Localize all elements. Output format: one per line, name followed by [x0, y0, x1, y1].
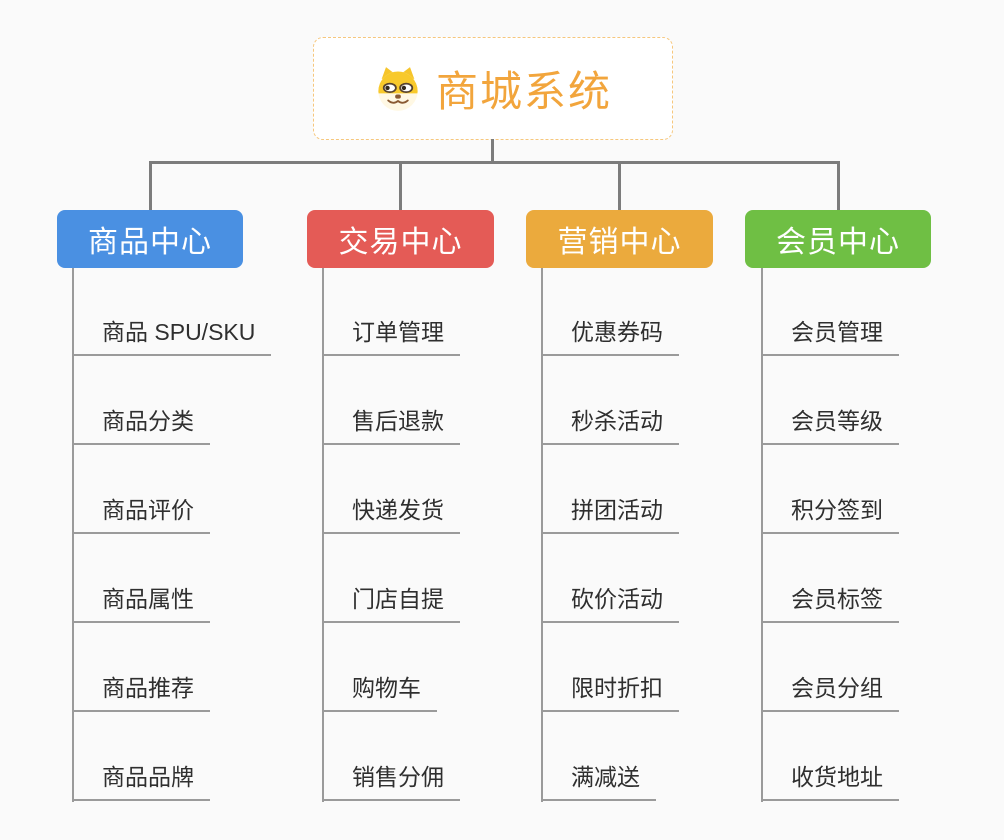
connector-root-stem: [491, 139, 494, 163]
branch-node-marketing-center[interactable]: 营销中心: [526, 210, 713, 268]
connector-drop-member: [837, 161, 840, 211]
tree-leaf-item[interactable]: 订单管理: [322, 321, 460, 356]
tree-leaf-item[interactable]: 拼团活动: [541, 499, 679, 534]
branch-node-product-center[interactable]: 商品中心: [57, 210, 243, 268]
connector-drop-trade: [399, 161, 402, 211]
connector-horizontal-bar: [149, 161, 840, 164]
tree-leaf-item[interactable]: 秒杀活动: [541, 410, 679, 445]
tree-leaf-item[interactable]: 购物车: [322, 677, 437, 712]
tree-leaf-item[interactable]: 砍价活动: [541, 588, 679, 623]
branch-node-trade-center[interactable]: 交易中心: [307, 210, 494, 268]
tree-leaf-item[interactable]: 满减送: [541, 766, 656, 801]
tree-leaf-item[interactable]: 会员等级: [761, 410, 899, 445]
tree-leaf-item[interactable]: 积分签到: [761, 499, 899, 534]
tree-leaf-item[interactable]: 快递发货: [322, 499, 460, 534]
connector-drop-marketing: [618, 161, 621, 211]
tree-leaf-item[interactable]: 售后退款: [322, 410, 460, 445]
root-node-mall-system[interactable]: 商城系统: [313, 37, 673, 140]
tree-leaf-item[interactable]: 会员分组: [761, 677, 899, 712]
tree-leaf-item[interactable]: 商品属性: [72, 588, 210, 623]
branch-node-member-center[interactable]: 会员中心: [745, 210, 931, 268]
tree-leaf-item[interactable]: 收货地址: [761, 766, 899, 801]
spine-product-center: [72, 268, 74, 802]
tree-leaf-item[interactable]: 会员管理: [761, 321, 899, 356]
tree-leaf-item[interactable]: 商品 SPU/SKU: [72, 321, 272, 356]
tree-leaf-item[interactable]: 商品推荐: [72, 677, 210, 712]
connector-drop-product: [149, 161, 152, 211]
spine-marketing-center: [541, 268, 543, 802]
tree-leaf-item[interactable]: 优惠券码: [541, 321, 679, 356]
tree-leaf-item[interactable]: 限时折扣: [541, 677, 679, 712]
tree-leaf-item[interactable]: 会员标签: [761, 588, 899, 623]
tree-leaf-item[interactable]: 商品分类: [72, 410, 210, 445]
tree-leaf-item[interactable]: 商品品牌: [72, 766, 210, 801]
root-title: 商城系统: [435, 68, 612, 115]
tree-leaf-item[interactable]: 门店自提: [322, 588, 460, 623]
dog-face-icon: [378, 66, 418, 111]
spine-member-center: [761, 268, 763, 802]
spine-trade-center: [322, 268, 324, 802]
tree-leaf-item[interactable]: 销售分佣: [322, 766, 460, 801]
tree-leaf-item[interactable]: 商品评价: [72, 499, 210, 534]
